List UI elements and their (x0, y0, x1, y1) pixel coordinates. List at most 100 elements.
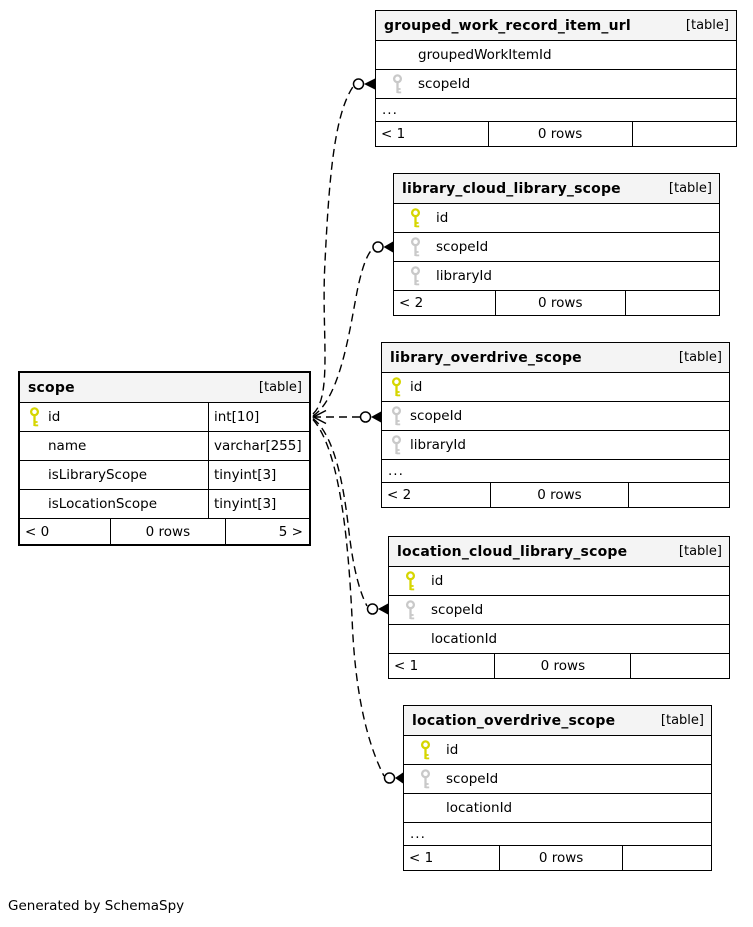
foreign-key-icon (394, 266, 436, 286)
row-count: 0 rows (494, 291, 625, 315)
table-header[interactable]: scope [table] (20, 373, 309, 402)
primary-key-icon (382, 377, 410, 397)
row-count: 0 rows (109, 519, 226, 544)
table-type-label: [table] (668, 181, 712, 196)
foreign-key-icon (382, 406, 410, 426)
column-row-id: id (394, 203, 719, 232)
parents-count: < 1 (409, 850, 434, 866)
column-name: locationId (446, 800, 513, 816)
row-count: 0 rows (499, 846, 622, 870)
column-name: groupedWorkItemId (418, 47, 552, 63)
column-name: name (48, 438, 87, 454)
column-type: tinyint[3] (208, 461, 309, 489)
column-row-id: id int[10] (20, 402, 309, 431)
primary-key-icon (20, 407, 48, 427)
relationship-line-library-cloud-library-scope (312, 247, 374, 417)
column-type: tinyint[3] (208, 490, 309, 518)
relationship-line-location-overdrive-scope (312, 419, 385, 777)
foreign-key-icon (382, 435, 410, 455)
column-name: id (446, 742, 459, 758)
table-library-overdrive-scope: library_overdrive_scope [table] id scope… (381, 342, 730, 508)
primary-key-icon (404, 740, 446, 760)
more-columns-ellipsis: ... (382, 459, 729, 482)
more-columns-ellipsis: ... (376, 98, 736, 121)
foreign-key-icon (404, 769, 446, 789)
table-type-label: [table] (258, 380, 302, 395)
children-count (628, 483, 729, 507)
children-count: 5 > (225, 519, 309, 544)
primary-key-icon (389, 571, 431, 591)
column-row-locationid: locationId (389, 624, 729, 653)
parents-count: < 0 (25, 523, 50, 540)
column-name: libraryId (410, 437, 466, 453)
parents-count: < 1 (394, 658, 419, 674)
table-location-overdrive-scope: location_overdrive_scope [table] id scop… (403, 705, 712, 871)
column-row-name: name varchar[255] (20, 431, 309, 460)
children-count (631, 122, 736, 146)
column-row-id: id (404, 735, 711, 764)
table-title[interactable]: library_overdrive_scope (390, 349, 582, 366)
column-row-scopeid: scopeId (376, 69, 736, 98)
foreign-key-icon (394, 237, 436, 257)
many-end-connector-library-overdrive-scope (359, 411, 381, 423)
column-row-scopeid: scopeId (404, 764, 711, 793)
column-row-id: id (382, 372, 729, 401)
column-name: scopeId (418, 76, 471, 92)
parents-count: < 1 (381, 126, 406, 142)
column-name: id (436, 210, 449, 226)
table-type-label: [table] (678, 350, 722, 365)
table-header[interactable]: grouped_work_record_item_url [table] (376, 11, 736, 40)
table-title[interactable]: scope (28, 379, 75, 396)
table-title[interactable]: grouped_work_record_item_url (384, 17, 631, 34)
many-end-connector-location-cloud-library-scope (366, 603, 388, 615)
table-title[interactable]: library_cloud_library_scope (402, 180, 621, 197)
children-count (621, 846, 711, 870)
column-row-scopeid: scopeId (389, 595, 729, 624)
relationship-line-location-cloud-library-scope (312, 417, 368, 607)
children-count (624, 291, 719, 315)
row-count: 0 rows (489, 483, 629, 507)
many-end-connector-location-overdrive-scope (383, 772, 403, 784)
more-columns-ellipsis: ... (404, 822, 711, 845)
row-count: 0 rows (487, 122, 632, 146)
table-stats: < 1 0 rows (376, 121, 736, 146)
table-header[interactable]: library_overdrive_scope [table] (382, 343, 729, 372)
row-count: 0 rows (494, 654, 630, 678)
column-name: id (410, 379, 423, 395)
column-row-scopeid: scopeId (382, 401, 729, 430)
column-name: scopeId (431, 602, 484, 618)
table-type-label: [table] (678, 544, 722, 559)
parents-count: < 2 (387, 487, 412, 503)
table-header[interactable]: library_cloud_library_scope [table] (394, 174, 719, 203)
column-name: locationId (431, 631, 498, 647)
children-count (630, 654, 729, 678)
table-scope: scope [table] id int[10] name varchar[25… (18, 371, 311, 546)
table-stats: < 1 0 rows (389, 653, 729, 678)
column-row-locationid: locationId (404, 793, 711, 822)
table-stats: < 2 0 rows (382, 482, 729, 507)
parents-count: < 2 (399, 295, 424, 311)
column-name: scopeId (436, 239, 489, 255)
column-name: id (48, 409, 61, 425)
table-title[interactable]: location_cloud_library_scope (397, 543, 628, 560)
table-header[interactable]: location_cloud_library_scope [table] (389, 537, 729, 566)
foreign-key-icon (389, 600, 431, 620)
table-header[interactable]: location_overdrive_scope [table] (404, 706, 711, 735)
column-row-scopeid: scopeId (394, 232, 719, 261)
many-end-connector-library-cloud-library-scope (372, 241, 393, 253)
column-row-islocationscope: isLocationScope tinyint[3] (20, 489, 309, 518)
one-end-arrow (311, 409, 327, 425)
column-type: varchar[255] (208, 432, 309, 460)
column-name: isLocationScope (48, 496, 158, 512)
relationship-line-grouped-work-record-item-url (312, 85, 355, 415)
table-stats: < 0 0 rows 5 > (20, 518, 309, 544)
many-end-connector-grouped-work-record-item-url (352, 78, 375, 90)
column-name: scopeId (410, 408, 463, 424)
column-row-libraryid: libraryId (382, 430, 729, 459)
column-name: id (431, 573, 444, 589)
table-location-cloud-library-scope: location_cloud_library_scope [table] id … (388, 536, 730, 679)
foreign-key-icon (376, 74, 418, 94)
table-title[interactable]: location_overdrive_scope (412, 712, 616, 729)
column-type: int[10] (208, 403, 309, 431)
